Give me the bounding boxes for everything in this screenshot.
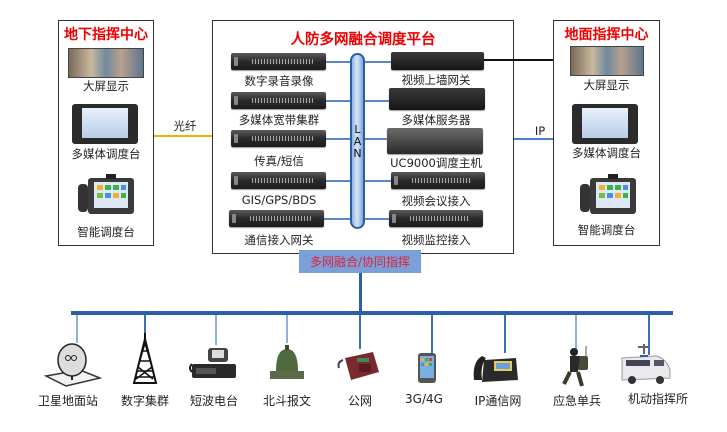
video-wall-icon <box>68 48 144 78</box>
video-surveillance-server-icon <box>389 210 483 227</box>
gis-server-icon <box>231 172 326 189</box>
terminal-label: 卫星地面站 <box>37 394 98 408</box>
platform-device-label: 视频监控接入 <box>401 233 471 247</box>
platform-device-label: UC9000调度主机 <box>390 156 482 170</box>
terminal-label: 短波电台 <box>189 394 238 408</box>
fusion-banner-text: 多网融合/协同指挥 <box>309 255 411 269</box>
multimedia-console-icon <box>572 104 638 144</box>
lan-link <box>365 61 391 63</box>
dispatch-host-icon <box>387 128 483 154</box>
lan-link <box>365 180 391 182</box>
ip-link-line <box>514 138 554 140</box>
lan-link <box>326 100 350 102</box>
underground-center-title: 地下指挥中心 <box>64 27 148 43</box>
terminal-label: 3G/4G <box>405 392 443 406</box>
lan-link <box>324 218 350 220</box>
multimedia-server-icon <box>389 88 485 110</box>
smart-dispatch-phone-icon <box>78 174 134 214</box>
gateway-server-icon <box>229 210 324 227</box>
platform-device-label: 数字录音录像 <box>244 74 314 88</box>
platform-title: 人防多网融合调度平台 <box>290 32 436 48</box>
terminal-bus <box>71 311 673 315</box>
terminal-label: 公网 <box>347 394 372 408</box>
platform-device-label: 多媒体宽带集群 <box>238 113 320 127</box>
terminal-drop <box>286 315 288 343</box>
video-output-line <box>484 59 572 61</box>
right-item-label: 多媒体调度台 <box>572 146 641 160</box>
fusion-drop-line <box>359 273 362 313</box>
lan-label: L A N <box>353 123 362 160</box>
ip-phone-icon <box>473 356 518 382</box>
terminal-label: 应急单兵 <box>552 394 601 408</box>
ground-center-title: 地面指挥中心 <box>564 27 649 43</box>
lan-link <box>326 61 350 63</box>
platform-device-label: 传真/短信 <box>254 154 304 168</box>
terminal-drop <box>575 315 577 353</box>
lan-bus <box>350 53 365 229</box>
terminal-label: 机动指挥所 <box>627 392 688 406</box>
fiber-link-label: 光纤 <box>173 119 197 133</box>
terminal-label: 数字集群 <box>120 394 169 408</box>
lan-link <box>365 218 389 220</box>
individual-soldier-icon <box>562 346 588 387</box>
terminal-label: 北斗报文 <box>262 394 311 408</box>
shortwave-radio-icon <box>189 348 236 378</box>
mobile-phone-icon <box>418 353 436 383</box>
terminal-label: IP通信网 <box>474 394 522 408</box>
multimedia-console-icon <box>72 104 138 144</box>
right-item-label: 智能调度台 <box>577 223 636 237</box>
video-wall-icon <box>570 46 644 76</box>
lan-link <box>326 180 350 182</box>
smart-dispatch-phone-icon <box>580 174 636 214</box>
satellite-dish-icon <box>43 343 102 387</box>
left-item-label: 多媒体调度台 <box>71 147 141 161</box>
ip-link-label: IP <box>534 124 546 138</box>
terminal-drop <box>504 315 506 353</box>
terminal-drop <box>431 315 433 353</box>
platform-device-label: 视频上墙网关 <box>401 73 471 87</box>
platform-device-label: 通信接入网关 <box>244 233 314 247</box>
video-conference-server-icon <box>391 172 485 189</box>
landline-phone-icon <box>337 352 379 380</box>
recording-server-icon <box>231 53 326 70</box>
fiber-link-line <box>154 135 212 137</box>
lan-link <box>365 138 387 140</box>
trunking-tower-icon <box>132 333 158 384</box>
lan-link <box>365 100 389 102</box>
left-item-label: 大屏显示 <box>83 79 129 93</box>
fax-sms-server-icon <box>231 130 326 147</box>
terminal-drop <box>76 315 78 343</box>
platform-device-label: GIS/GPS/BDS <box>241 193 317 207</box>
terminal-drop <box>215 315 217 345</box>
terminal-drop <box>144 315 146 337</box>
left-item-label: 智能调度台 <box>77 225 135 239</box>
video-wall-gateway-icon <box>391 52 484 70</box>
fusion-banner <box>299 250 421 273</box>
broadband-cluster-server-icon <box>231 92 326 109</box>
beidou-terminal-icon <box>270 345 304 379</box>
lan-link <box>326 138 350 140</box>
platform-device-label: 多媒体服务器 <box>401 113 471 127</box>
terminal-drop <box>359 315 361 349</box>
terminal-drop <box>648 315 650 355</box>
mobile-command-vehicle-icon <box>621 344 671 384</box>
platform-device-label: 视频会议接入 <box>401 194 471 208</box>
right-item-label: 大屏显示 <box>583 78 630 92</box>
